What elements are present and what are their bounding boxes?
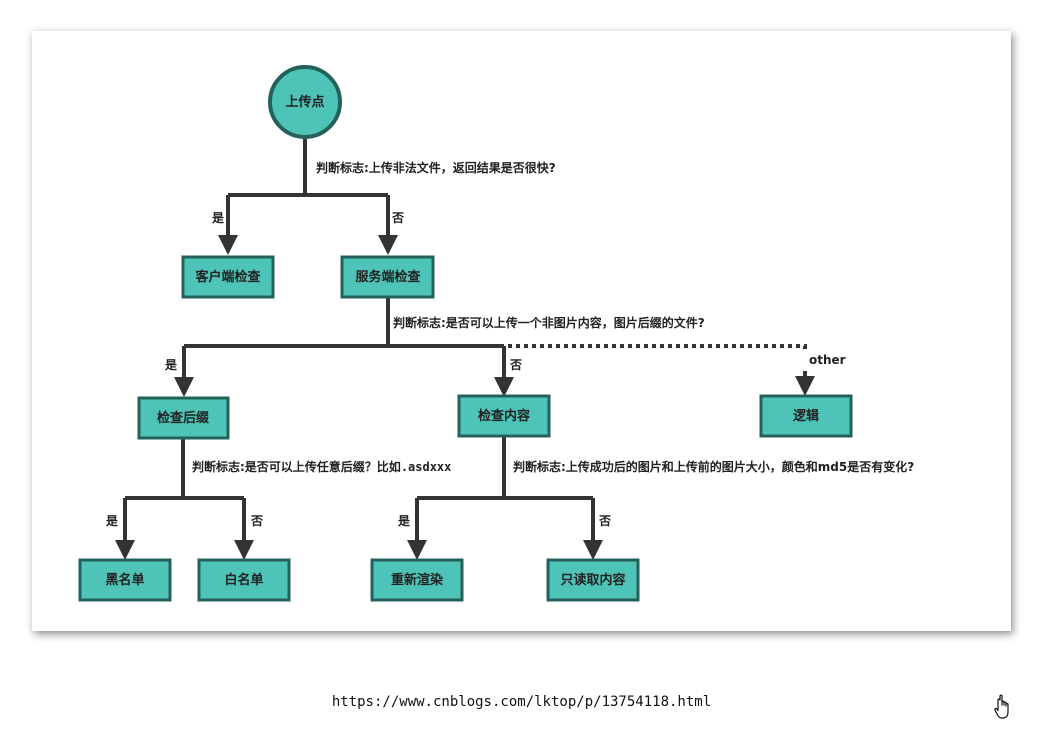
node-logic: 逻辑 <box>759 394 853 438</box>
edge-suffix-trunk <box>125 439 244 500</box>
edge-label-server-other: other <box>809 353 846 367</box>
edge-server-trunk <box>184 297 504 348</box>
connectors <box>115 139 815 560</box>
edge-label-content-yes: 是 <box>397 514 411 528</box>
edge-label-suffix-no: 否 <box>250 514 263 528</box>
edge-label-content-question: 判断标志:上传成功后的图片和上传前的图片大小，颜色和md5是否有变化? <box>513 459 914 474</box>
edge-label-server-question: 判断标志:是否可以上传一个非图片内容，图片后缀的文件? <box>393 315 705 330</box>
edge-label-server-yes: 是 <box>164 358 178 372</box>
edge-server-other <box>388 344 807 351</box>
node-rerender-label: 重新渲染 <box>391 572 444 588</box>
node-whitelist-label: 白名单 <box>224 572 263 588</box>
edge-root-trunk <box>228 139 388 197</box>
edge-label-server-no: 否 <box>509 358 522 372</box>
node-suffix: 检查后缀 <box>137 396 230 440</box>
edge-label-suffix-yes: 是 <box>105 514 119 528</box>
node-server: 服务端检查 <box>340 255 435 299</box>
edge-label-root-no: 否 <box>391 211 404 225</box>
source-url: https://www.cnblogs.com/lktop/p/13754118… <box>331 694 712 710</box>
node-root-label: 上传点 <box>285 94 324 110</box>
node-rerender: 重新渲染 <box>370 558 464 602</box>
node-whitelist: 白名单 <box>197 558 291 602</box>
node-suffix-label: 检查后缀 <box>157 410 210 426</box>
edge-label-root-question: 判断标志:上传非法文件，返回结果是否很快? <box>316 160 556 175</box>
node-content: 检查内容 <box>457 394 551 438</box>
node-blacklist: 黑名单 <box>78 558 172 602</box>
node-readonly-label: 只读取内容 <box>560 572 625 588</box>
edge-label-root-yes: 是 <box>211 211 225 225</box>
edge-label-suffix-question-text: 判断标志:是否可以上传任意后缀？比如 <box>192 459 401 474</box>
node-readonly: 只读取内容 <box>546 558 640 602</box>
hand-pointer-icon <box>994 694 1014 724</box>
node-content-label: 检查内容 <box>478 408 530 424</box>
node-client-label: 客户端检查 <box>195 269 261 285</box>
node-blacklist-label: 黑名单 <box>105 572 144 588</box>
flowchart: 上传点 客户端检查 服务端检查 检查后缀 检查内容 逻辑 黑名单 <box>78 65 914 602</box>
edge-label-content-no: 否 <box>598 514 611 528</box>
node-root: 上传点 <box>268 65 342 139</box>
node-client: 客户端检查 <box>181 255 275 299</box>
node-server-label: 服务端检查 <box>355 269 421 285</box>
edge-label-suffix-example: .asdxxx <box>401 460 452 474</box>
diagram-canvas: 上传点 客户端检查 服务端检查 检查后缀 检查内容 逻辑 黑名单 <box>32 31 1011 631</box>
edge-label-suffix-question: 判断标志:是否可以上传任意后缀？比如.asdxxx <box>192 459 451 474</box>
edge-content-trunk <box>417 437 593 500</box>
node-logic-label: 逻辑 <box>793 408 819 424</box>
